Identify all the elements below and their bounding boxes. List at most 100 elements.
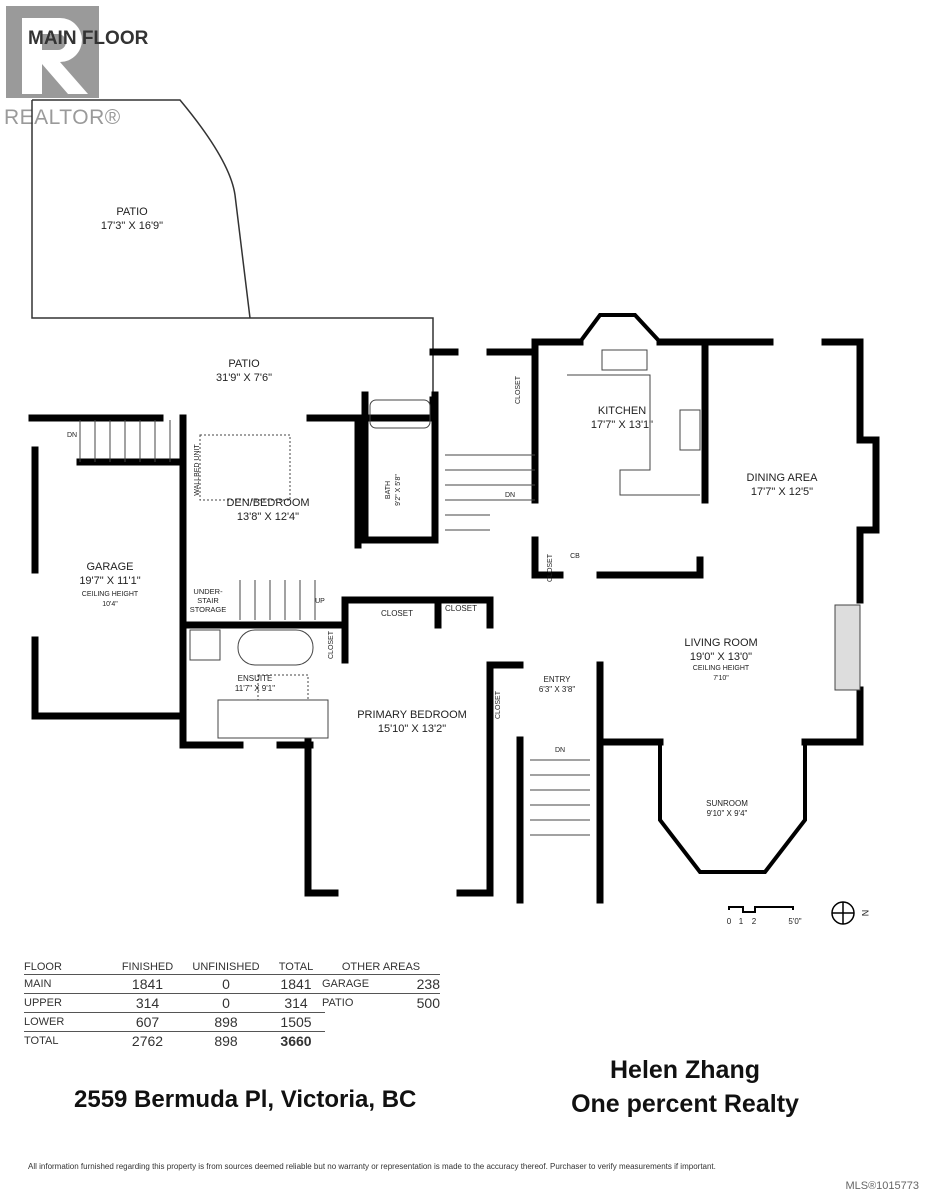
- living-name: LIVING ROOM: [684, 637, 757, 649]
- bath-name: BATH: [385, 481, 392, 499]
- primary-dims: 15'10" X 13'2": [378, 723, 446, 735]
- kitchen-dims: 17'7" X 13'1": [591, 419, 653, 431]
- garage-ceiling: 10'4": [102, 601, 118, 608]
- dn-label: DN: [555, 747, 565, 754]
- garage-dims: 19'7" X 11'1": [79, 575, 140, 587]
- area-cell: 1841: [267, 974, 325, 994]
- property-address: 2559 Bermuda Pl, Victoria, BC: [74, 1086, 417, 1113]
- area-cell: MAIN: [24, 974, 110, 994]
- scale-bar: 0 1 2 5'0": [727, 906, 802, 926]
- ensuite-dims: 11'7" X 9'1": [235, 684, 275, 693]
- agent-info: Helen Zhang One percent Realty: [540, 1053, 830, 1121]
- understair-line2: STAIR: [197, 596, 219, 605]
- fixtures: [189, 349, 861, 739]
- area-cell: 314: [267, 993, 325, 1013]
- area-cell: LOWER: [24, 1012, 110, 1032]
- other-area-cell: 238: [400, 974, 440, 994]
- floor-title: MAIN FLOOR: [28, 28, 149, 49]
- area-cell: 898: [185, 1031, 267, 1050]
- patio1-dims: 17'3" X 16'9": [101, 220, 163, 232]
- up-label: UP: [315, 598, 325, 605]
- ensuite-name: ENSUITE: [238, 674, 273, 683]
- area-cell: 0: [185, 993, 267, 1013]
- wallbed-label: WALLBED UNIT: [194, 444, 201, 496]
- area-cell: 2762: [110, 1031, 185, 1050]
- sunroom-name: SUNROOM: [706, 799, 748, 808]
- closet-label: CLOSET: [515, 375, 522, 404]
- entry-name: ENTRY: [544, 675, 572, 684]
- dining-dims: 17'7" X 12'5": [751, 486, 813, 498]
- dining-name: DINING AREA: [747, 472, 819, 484]
- north-arrow-icon: N: [831, 901, 870, 925]
- realtor-logo-text: REALTOR®: [4, 106, 121, 129]
- other-area-cell: GARAGE: [322, 974, 401, 994]
- patio1-name: PATIO: [116, 206, 148, 218]
- other-area-row: PATIO 500: [322, 993, 440, 1012]
- den-dims: 13'8" X 12'4": [237, 511, 299, 523]
- garage-name: GARAGE: [86, 561, 133, 573]
- other-areas-header: OTHER AREAS: [341, 961, 421, 973]
- garage-ceiling-label: CEILING HEIGHT: [82, 591, 139, 598]
- area-cell: 1505: [267, 1012, 325, 1032]
- other-area-cell: PATIO: [322, 993, 401, 1012]
- mls-number: MLS®1015773: [845, 1180, 919, 1192]
- bath-dims: 9'2" X 5'8": [395, 474, 402, 506]
- area-cell: TOTAL: [24, 1031, 110, 1050]
- disclaimer: All information furnished regarding this…: [28, 1162, 716, 1171]
- living-ceiling-label: CEILING HEIGHT: [693, 665, 750, 672]
- closet-label: CLOSET: [495, 690, 502, 719]
- area-cell: 314: [110, 993, 185, 1013]
- sunroom-dims: 9'10" X 9'4": [707, 809, 748, 818]
- north-label: N: [860, 910, 870, 917]
- area-header: TOTAL: [278, 961, 314, 973]
- entry-dims: 6'3" X 3'8": [539, 685, 575, 694]
- agent-name: Helen Zhang: [609, 1056, 760, 1084]
- walls: [28, 338, 880, 904]
- room-labels: PATIO 17'3" X 16'9" PATIO 31'9" X 7'6" G…: [67, 206, 818, 818]
- area-table: FLOOR FINISHED UNFINISHED TOTAL MAIN 184…: [24, 960, 325, 1050]
- realtor-logo: REALTOR®: [0, 6, 120, 129]
- other-area-cell: 500: [400, 993, 440, 1012]
- area-cell: 0: [185, 974, 267, 994]
- area-cell: 1841: [110, 974, 185, 994]
- area-cell: UPPER: [24, 993, 110, 1013]
- understair-line1: UNDER-: [193, 587, 223, 596]
- area-row: TOTAL 2762 898 3660: [24, 1031, 325, 1050]
- patio2-name: PATIO: [228, 358, 260, 370]
- dn-label: DN: [67, 432, 77, 439]
- area-cell: 898: [185, 1012, 267, 1032]
- scale-tick: 1: [739, 917, 744, 926]
- realtor-logo-mark: [6, 6, 99, 98]
- floor-plan: PATIO 17'3" X 16'9" PATIO 31'9" X 7'6" G…: [28, 99, 880, 926]
- area-row: MAIN 1841 0 1841: [24, 974, 325, 994]
- primary-name: PRIMARY BEDROOM: [357, 709, 467, 721]
- closet-label: CLOSET: [445, 604, 477, 613]
- other-area-row: GARAGE 238: [322, 974, 440, 994]
- patio-outlines: [31, 99, 434, 415]
- closet-label: CLOSET: [328, 630, 335, 659]
- den-name: DEN/BEDROOM: [226, 497, 309, 509]
- understair-line3: STORAGE: [190, 605, 227, 614]
- scale-tick: 5'0": [788, 917, 801, 926]
- living-dims: 19'0" X 13'0": [690, 651, 752, 663]
- dn-label: DN: [505, 492, 515, 499]
- patio2-dims: 31'9" X 7'6": [216, 372, 272, 384]
- kitchen-name: KITCHEN: [598, 405, 646, 417]
- living-ceiling: 7'10": [713, 675, 729, 682]
- sunroom-walls: [578, 313, 807, 874]
- area-row: UPPER 314 0 314: [24, 993, 325, 1013]
- area-total-cell: 3660: [267, 1031, 325, 1050]
- area-header: UNFINISHED: [192, 961, 260, 973]
- area-header: FINISHED: [121, 961, 174, 973]
- scale-tick: 0: [727, 917, 732, 926]
- agent-company: One percent Realty: [571, 1090, 799, 1118]
- closet-label: CLOSET: [381, 609, 413, 618]
- closet-label: CLOSET: [547, 553, 554, 582]
- stairs: [79, 420, 590, 836]
- area-cell: 607: [110, 1012, 185, 1032]
- scale-tick: 2: [752, 917, 757, 926]
- other-areas-table: OTHER AREAS GARAGE 238 PATIO 500: [322, 960, 440, 1012]
- area-row: LOWER 607 898 1505: [24, 1012, 325, 1032]
- cb-label: CB: [570, 553, 580, 560]
- area-header: FLOOR: [24, 961, 62, 973]
